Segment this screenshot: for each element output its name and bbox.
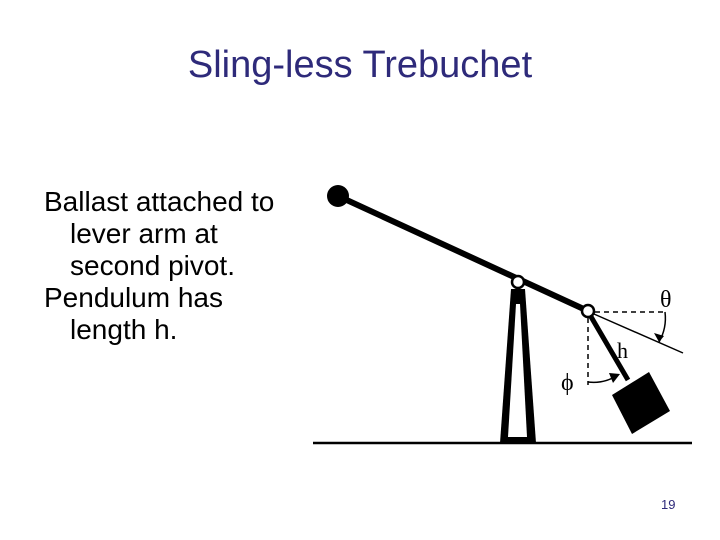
- body-text: Ballast attached to lever arm at second …: [44, 186, 294, 346]
- body-paragraph-pendulum: Pendulum has length h.: [44, 282, 224, 345]
- lever-extension-line: [593, 313, 684, 354]
- phi-arrowhead: [609, 373, 620, 383]
- second-pivot: [580, 303, 596, 319]
- pendulum-rod: [587, 313, 631, 382]
- slide-title: Sling-less Trebuchet: [187, 44, 533, 86]
- body-paragraph-ballast: Ballast attached to lever arm at second …: [44, 186, 275, 281]
- ballast-block: [612, 372, 670, 434]
- page-number: 19: [661, 497, 676, 512]
- support-tower-inner: [508, 304, 527, 437]
- phi-label: ϕ: [561, 370, 574, 396]
- lever-arm: [335, 193, 591, 314]
- projectile-ball: [327, 185, 349, 207]
- theta-arrowhead: [654, 333, 664, 342]
- main-pivot: [510, 274, 526, 290]
- theta-label: θ: [660, 287, 672, 313]
- h-label: h: [617, 338, 628, 363]
